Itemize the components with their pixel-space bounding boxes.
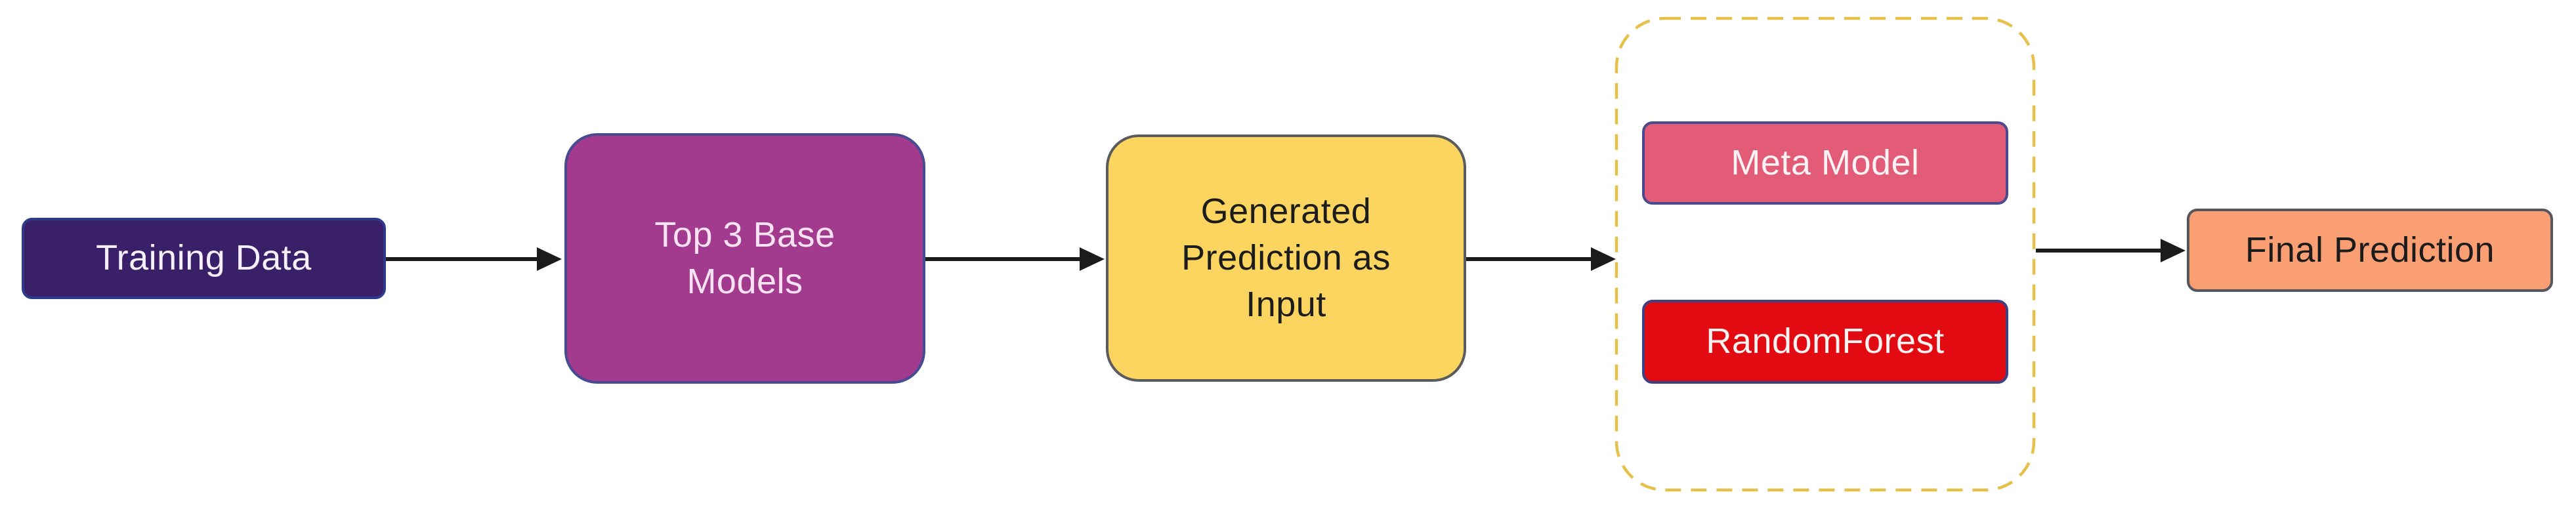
node-random-forest-label: RandomForest [1706,321,1945,361]
flow-arrow-generated-to-stacking-group [1466,247,1616,271]
node-meta-model-label: Meta Model [1731,142,1920,182]
arrow-head-icon [1591,247,1616,271]
arrow-head-icon [1080,247,1105,271]
flow-arrow-stacking-group-to-final [2036,239,2185,262]
stacking-group-container [1615,16,2036,492]
arrow-shaft [1466,257,1595,261]
arrow-head-icon [2161,239,2185,262]
flow-arrow-base-to-generated [925,247,1105,271]
arrow-shaft [925,257,1084,261]
node-final-prediction-label: Final Prediction [2245,230,2495,270]
flow-arrow-training-to-base [386,247,562,271]
node-meta-model: Meta Model [1642,121,2008,205]
node-final-prediction: Final Prediction [2187,209,2553,292]
arrow-head-icon [537,247,562,271]
node-training-data: Training Data [22,218,386,299]
node-training-data-label: Training Data [96,238,312,278]
arrow-shaft [386,257,541,261]
node-random-forest: RandomForest [1642,300,2008,384]
stacking-group-dashed-border [1615,16,2036,492]
arrow-shaft [2036,249,2164,253]
